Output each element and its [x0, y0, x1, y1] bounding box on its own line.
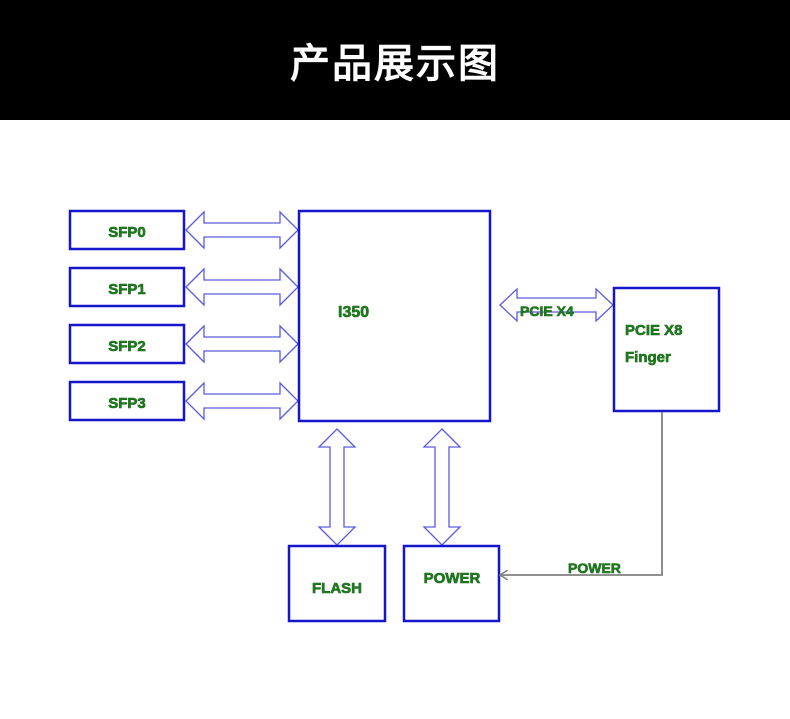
power-label: POWER — [424, 570, 481, 587]
sfp0-link-arrow — [185, 210, 299, 250]
pcie-x8-finger-block: PCIE X8 Finger — [612, 286, 721, 413]
sfp3-link-arrow — [185, 381, 299, 421]
header-bar: 产品展示图 — [0, 0, 790, 120]
power-feed-line — [500, 412, 663, 575]
flash-label: FLASH — [312, 580, 362, 597]
sfp0-label: SFP0 — [108, 224, 146, 241]
sfp3-block: SFP3 — [68, 380, 186, 422]
pcie-x4-label: PCIE X4 — [520, 303, 574, 319]
flash-link-arrow — [317, 428, 357, 546]
sfp1-label: SFP1 — [108, 281, 146, 298]
i350-block: I350 — [297, 209, 492, 423]
finger-label: Finger — [625, 349, 671, 366]
pcie-x8-label: PCIE X8 — [625, 322, 683, 339]
page-title: 产品展示图 — [290, 41, 500, 87]
i350-label: I350 — [338, 304, 369, 321]
sfp0-block: SFP0 — [68, 209, 186, 251]
sfp2-label: SFP2 — [108, 338, 146, 355]
sfp2-block: SFP2 — [68, 323, 186, 365]
power-link-arrow — [422, 428, 462, 546]
sfp3-label: SFP3 — [108, 395, 146, 412]
power-feed-label: POWER — [568, 560, 621, 576]
sfp1-link-arrow — [185, 267, 299, 307]
flash-block: FLASH — [287, 544, 387, 623]
power-block: POWER — [402, 544, 501, 623]
sfp1-block: SFP1 — [68, 266, 186, 308]
sfp2-link-arrow — [185, 324, 299, 364]
